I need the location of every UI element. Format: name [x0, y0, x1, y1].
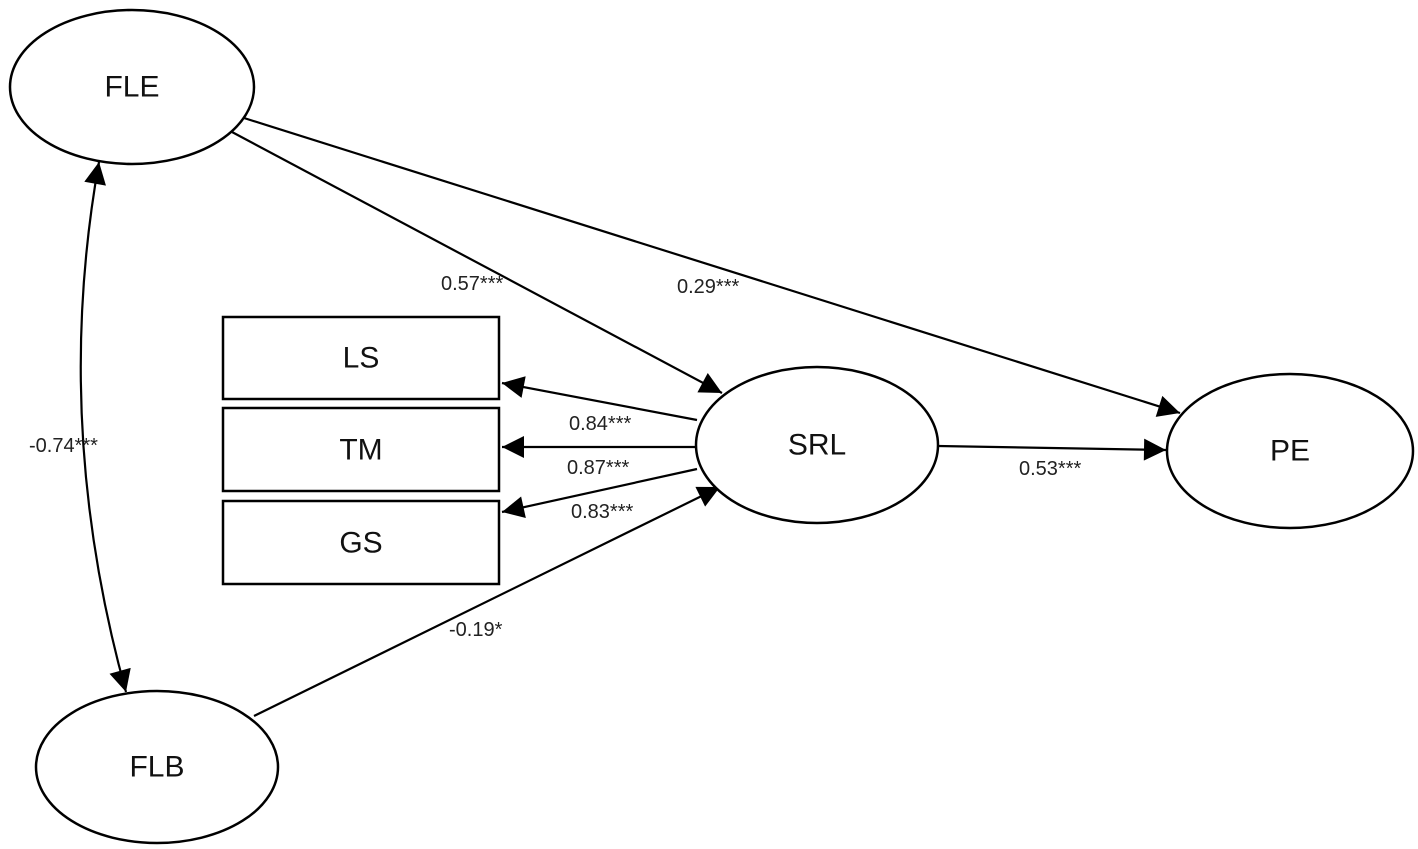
node-flb-label: FLB	[129, 751, 184, 784]
edge-fle-srl	[231, 131, 723, 394]
node-pe-label: PE	[1270, 435, 1310, 468]
edge-fle-srl-label: 0.57***	[441, 273, 503, 295]
node-gs: GS	[221, 499, 501, 586]
node-srl: SRL	[694, 365, 940, 525]
edge-flb-srl	[253, 486, 721, 717]
node-flb: FLB	[34, 689, 280, 845]
node-ls-label: LS	[343, 342, 380, 375]
edge-srl-gs	[501, 467, 698, 519]
node-gs-label: GS	[339, 527, 382, 560]
edge-fle-flb-correlation	[79, 161, 131, 693]
edge-flb-srl-label: -0.19*	[449, 619, 503, 641]
edge-srl-gs-label: 0.83***	[571, 501, 633, 523]
edge-srl-tm-label: 0.87***	[567, 457, 629, 479]
node-fle-label: FLE	[104, 71, 159, 104]
node-tm: TM	[221, 406, 501, 493]
node-pe: PE	[1165, 372, 1415, 530]
edge-srl-ls	[501, 376, 698, 422]
edge-fle-pe-label: 0.29***	[677, 276, 739, 298]
node-tm-label: TM	[339, 434, 382, 467]
edge-srl-pe	[937, 438, 1167, 461]
edge-fle-flb-label: -0.74***	[29, 435, 98, 457]
node-ls: LS	[221, 315, 501, 401]
edge-fle-pe	[243, 116, 1181, 417]
node-fle: FLE	[8, 8, 256, 166]
node-srl-label: SRL	[788, 429, 846, 462]
edge-srl-pe-label: 0.53***	[1019, 458, 1081, 480]
edge-srl-ls-label: 0.84***	[569, 413, 631, 435]
